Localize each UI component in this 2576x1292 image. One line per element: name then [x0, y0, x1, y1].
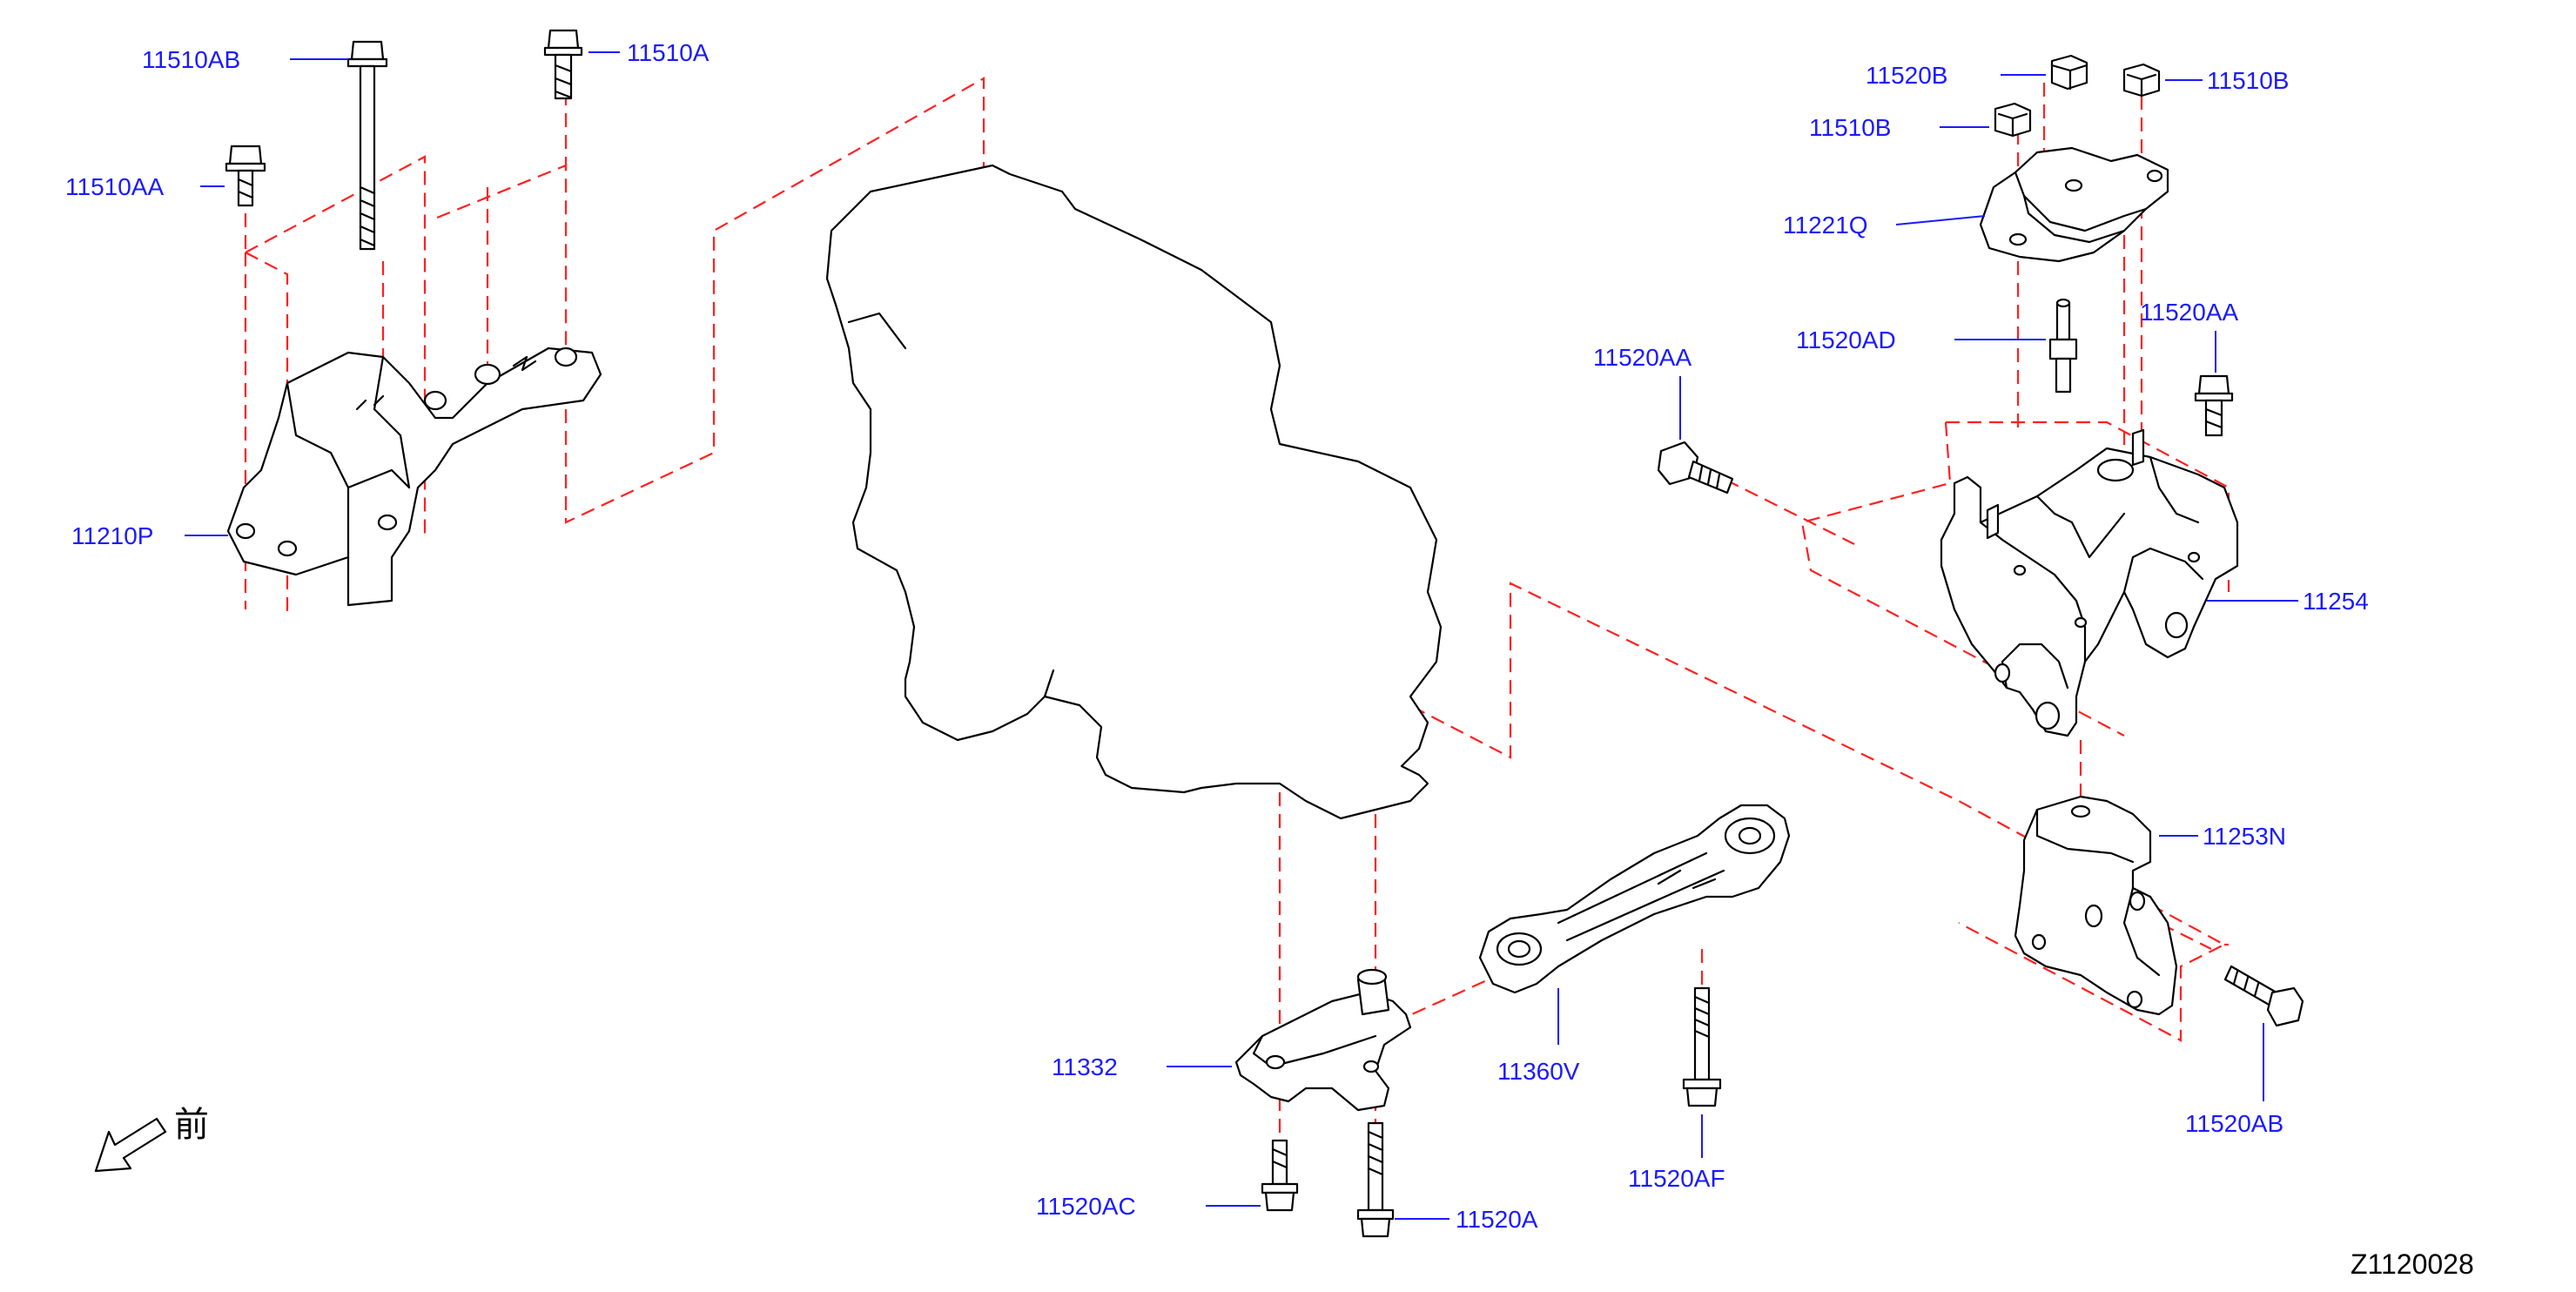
leader-lines	[185, 51, 2298, 1220]
label-11520A[interactable]: 11520A	[1456, 1206, 1538, 1233]
bolt-11510AA	[225, 145, 266, 207]
label-11360V[interactable]: 11360V	[1497, 1058, 1580, 1085]
label-11253N[interactable]: 11253N	[2203, 823, 2286, 850]
label-11520AA-right[interactable]: 11520AA	[2140, 299, 2238, 326]
bolt-11520A	[1356, 1121, 1395, 1238]
insulator-11221Q	[1979, 146, 2169, 263]
front-direction-marker: 前	[94, 1105, 209, 1173]
bolt-11520AB	[2223, 965, 2304, 1027]
nut-11510B-left	[1994, 102, 2032, 138]
label-11520AD[interactable]: 11520AD	[1796, 326, 1896, 353]
label-11520AA-left[interactable]: 11520AA	[1593, 344, 1692, 371]
label-11510AA[interactable]: 11510AA	[65, 173, 164, 200]
label-11510B-left[interactable]: 11510B	[1809, 114, 1891, 141]
front-label: 前	[174, 1105, 209, 1145]
label-11254[interactable]: 11254	[2303, 588, 2369, 615]
bolt-11520AF	[1682, 986, 1722, 1107]
label-11510B-right[interactable]: 11510B	[2207, 67, 2289, 94]
label-11510A[interactable]: 11510A	[627, 39, 710, 66]
part-labels: 11510AB 11510A 11510AA 11210P 11520B 115…	[65, 39, 2369, 1233]
torque-rod-11360V	[1478, 804, 1791, 994]
bolt-11510A	[543, 29, 583, 100]
label-11221Q[interactable]: 11221Q	[1783, 212, 1868, 239]
front-arrow-icon	[94, 1117, 167, 1173]
bracket-11254	[1940, 428, 2239, 737]
label-11520B[interactable]: 11520B	[1866, 62, 1947, 89]
label-11510AB[interactable]: 11510AB	[142, 46, 240, 73]
label-11520AF[interactable]: 11520AF	[1628, 1165, 1725, 1192]
label-11210P[interactable]: 11210P	[71, 522, 153, 549]
bracket-11332	[1234, 968, 1412, 1112]
bolt-11520AA-left	[1657, 441, 1734, 495]
label-11332[interactable]: 11332	[1052, 1053, 1118, 1080]
bolt-11520AA-right	[2194, 374, 2234, 437]
stud-11520AD	[2048, 298, 2078, 394]
bolt-11510AB	[346, 40, 388, 251]
nut-11510B-right	[2122, 63, 2161, 98]
label-11520AC[interactable]: 11520AC	[1036, 1193, 1136, 1220]
bolt-11520AC	[1261, 1139, 1299, 1212]
engine-block-outline	[825, 164, 1443, 820]
label-11520AB[interactable]: 11520AB	[2185, 1110, 2283, 1137]
nut-11520B	[2050, 54, 2088, 91]
diagram-code: Z1120028	[2351, 1248, 2474, 1280]
bracket-11253N	[2014, 795, 2178, 1016]
bracket-11210P	[226, 347, 602, 607]
